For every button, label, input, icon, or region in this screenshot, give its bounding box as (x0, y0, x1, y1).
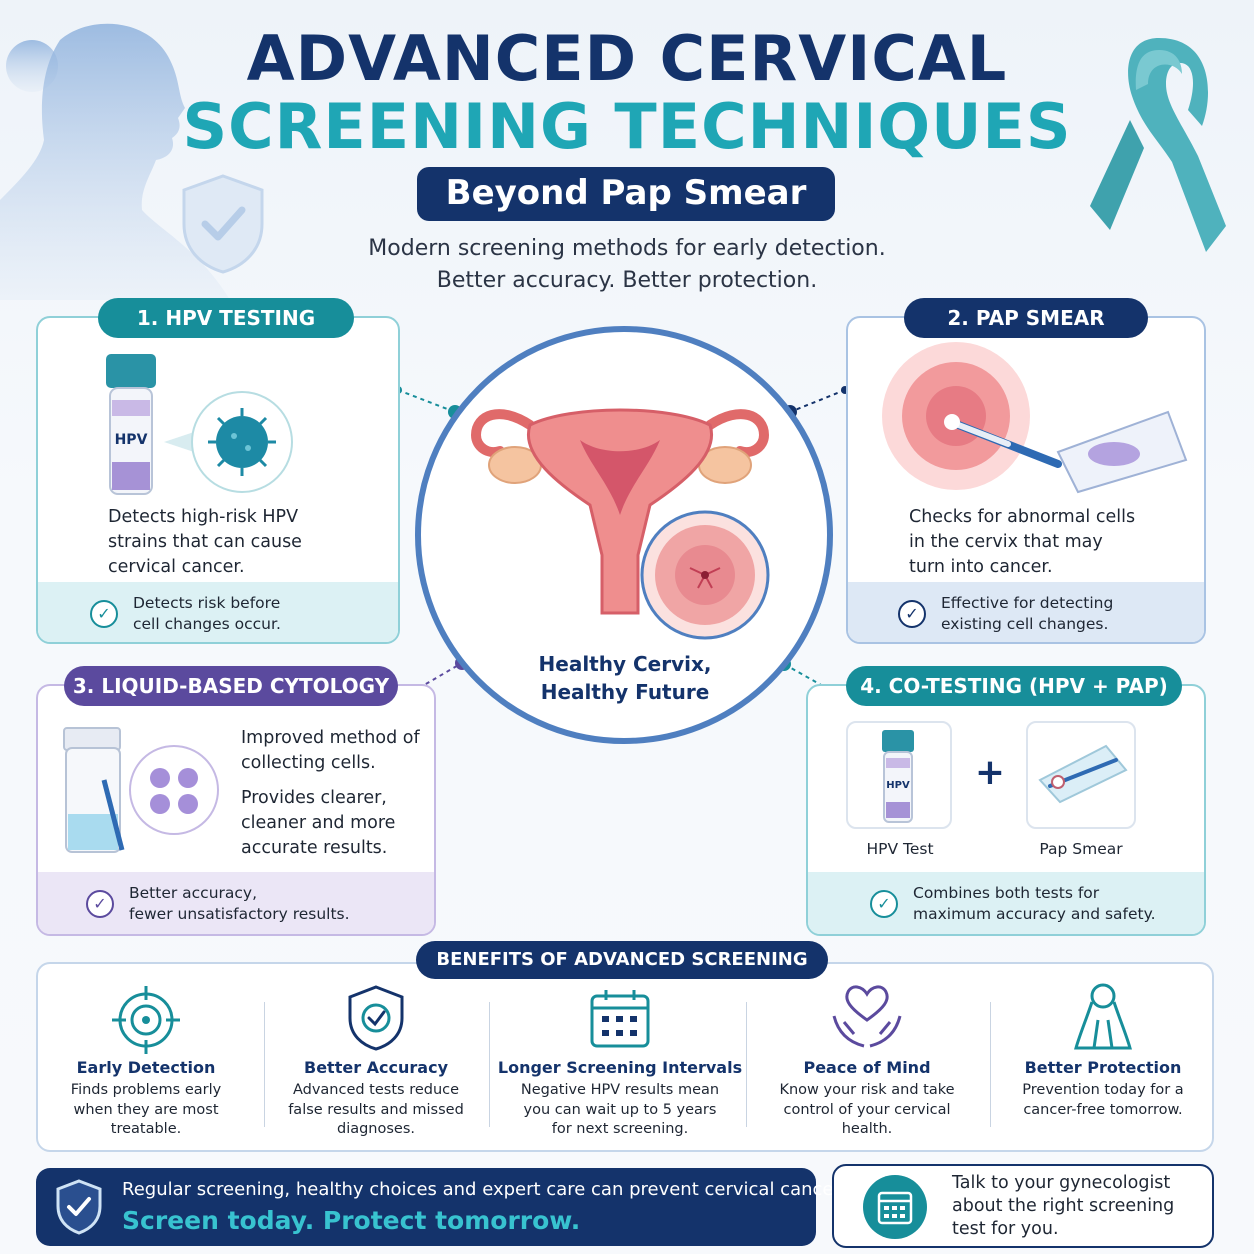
target-icon (112, 986, 180, 1054)
shield-check-icon (348, 985, 404, 1051)
benefit-better-protection: Better Protection Prevention today for a… (1022, 1058, 1184, 1118)
awareness-ribbon-icon (1090, 38, 1226, 252)
pap-smear-illustration (882, 342, 1188, 494)
center-caption: Healthy Cervix, Healthy Future (500, 650, 750, 706)
title-line-1: ADVANCED CERVICAL (246, 22, 1008, 95)
pap-slide-small-icon (1038, 744, 1128, 804)
tagline-2: Better accuracy. Better protection. (436, 268, 818, 293)
hpv-vial-small-label: HPV (886, 780, 910, 791)
talk-to-gynecologist-text: Talk to your gynecologist about the righ… (952, 1173, 1175, 1239)
check-icon: ✓ (898, 600, 926, 628)
hpv-testing-panel (36, 316, 400, 644)
benefits-divider (489, 1002, 490, 1127)
hpv-vial-icon (106, 354, 156, 495)
subtitle-badge: Beyond Pap Smear (417, 167, 835, 221)
pap-smear-note-text: Effective for detecting existing cell ch… (941, 594, 1114, 633)
benefits-divider (746, 1002, 747, 1127)
hpv-testing-note-text: Detects risk before cell changes occur. (133, 594, 281, 633)
cotesting-note-text: Combines both tests for maximum accuracy… (913, 884, 1156, 923)
hpv-testing-description: Detects high-risk HPV strains that can c… (108, 507, 302, 577)
hpv-testing-label: 1. HPV TESTING (98, 298, 354, 338)
calendar-icon (863, 1175, 927, 1239)
plus-sign: + (974, 752, 1006, 793)
benefit-peace-of-mind: Peace of Mind Know your risk and take co… (779, 1058, 955, 1137)
virus-icon (164, 391, 293, 493)
uterus-illustration (470, 408, 770, 615)
check-icon: ✓ (870, 890, 898, 918)
hpv-vial-label: HPV (114, 432, 148, 448)
lbc-vial-illustration (63, 727, 219, 853)
heart-hands-icon (832, 985, 902, 1048)
hpv-test-caption: HPV Test (866, 840, 934, 858)
woman-icon (1074, 983, 1132, 1050)
pap-smear-caption: Pap Smear (1039, 840, 1123, 858)
benefits-divider (990, 1002, 991, 1127)
benefit-longer-intervals: Longer Screening Intervals Negative HPV … (497, 1058, 743, 1137)
cotesting-label: 4. CO-TESTING (HPV + PAP) (846, 666, 1182, 706)
benefit-early-detection: Early Detection Finds problems early whe… (70, 1058, 222, 1137)
pap-smear-label: 2. PAP SMEAR (904, 298, 1148, 338)
check-icon: ✓ (86, 890, 114, 918)
lbc-label: 3. LIQUID-BASED CYTOLOGY (64, 666, 398, 706)
footer-banner-slogan: Screen today. Protect tomorrow. (122, 1206, 581, 1235)
center-caption-line1: Healthy Cervix, (538, 652, 712, 676)
benefit-better-accuracy: Better Accuracy Advanced tests reduce fa… (288, 1058, 464, 1137)
benefits-section (36, 962, 1214, 1152)
lbc-note-text: Better accuracy, fewer unsatisfactory re… (129, 884, 350, 923)
center-caption-line2: Healthy Future (540, 680, 710, 704)
benefits-divider (264, 1002, 265, 1127)
title-line-2: SCREENING TECHNIQUES (182, 90, 1072, 163)
tagline-1: Modern screening methods for early detec… (368, 236, 886, 261)
benefits-title: BENEFITS OF ADVANCED SCREENING (416, 941, 828, 979)
pap-smear-description: Checks for abnormal cells in the cervix … (909, 507, 1136, 577)
calendar-icon (590, 990, 650, 1048)
check-icon: ✓ (90, 600, 118, 628)
shield-check-icon (56, 1179, 102, 1235)
hpv-vial-small-icon (882, 730, 914, 823)
woman-silhouette-illustration (0, 23, 230, 300)
shield-check-watermark-icon (182, 174, 264, 274)
footer-banner (36, 1168, 816, 1246)
cervix-closeup-illustration (640, 510, 770, 640)
footer-banner-message: Regular screening, healthy choices and e… (122, 1179, 845, 1200)
lbc-description: Improved method of collecting cells. Pro… (241, 728, 420, 858)
